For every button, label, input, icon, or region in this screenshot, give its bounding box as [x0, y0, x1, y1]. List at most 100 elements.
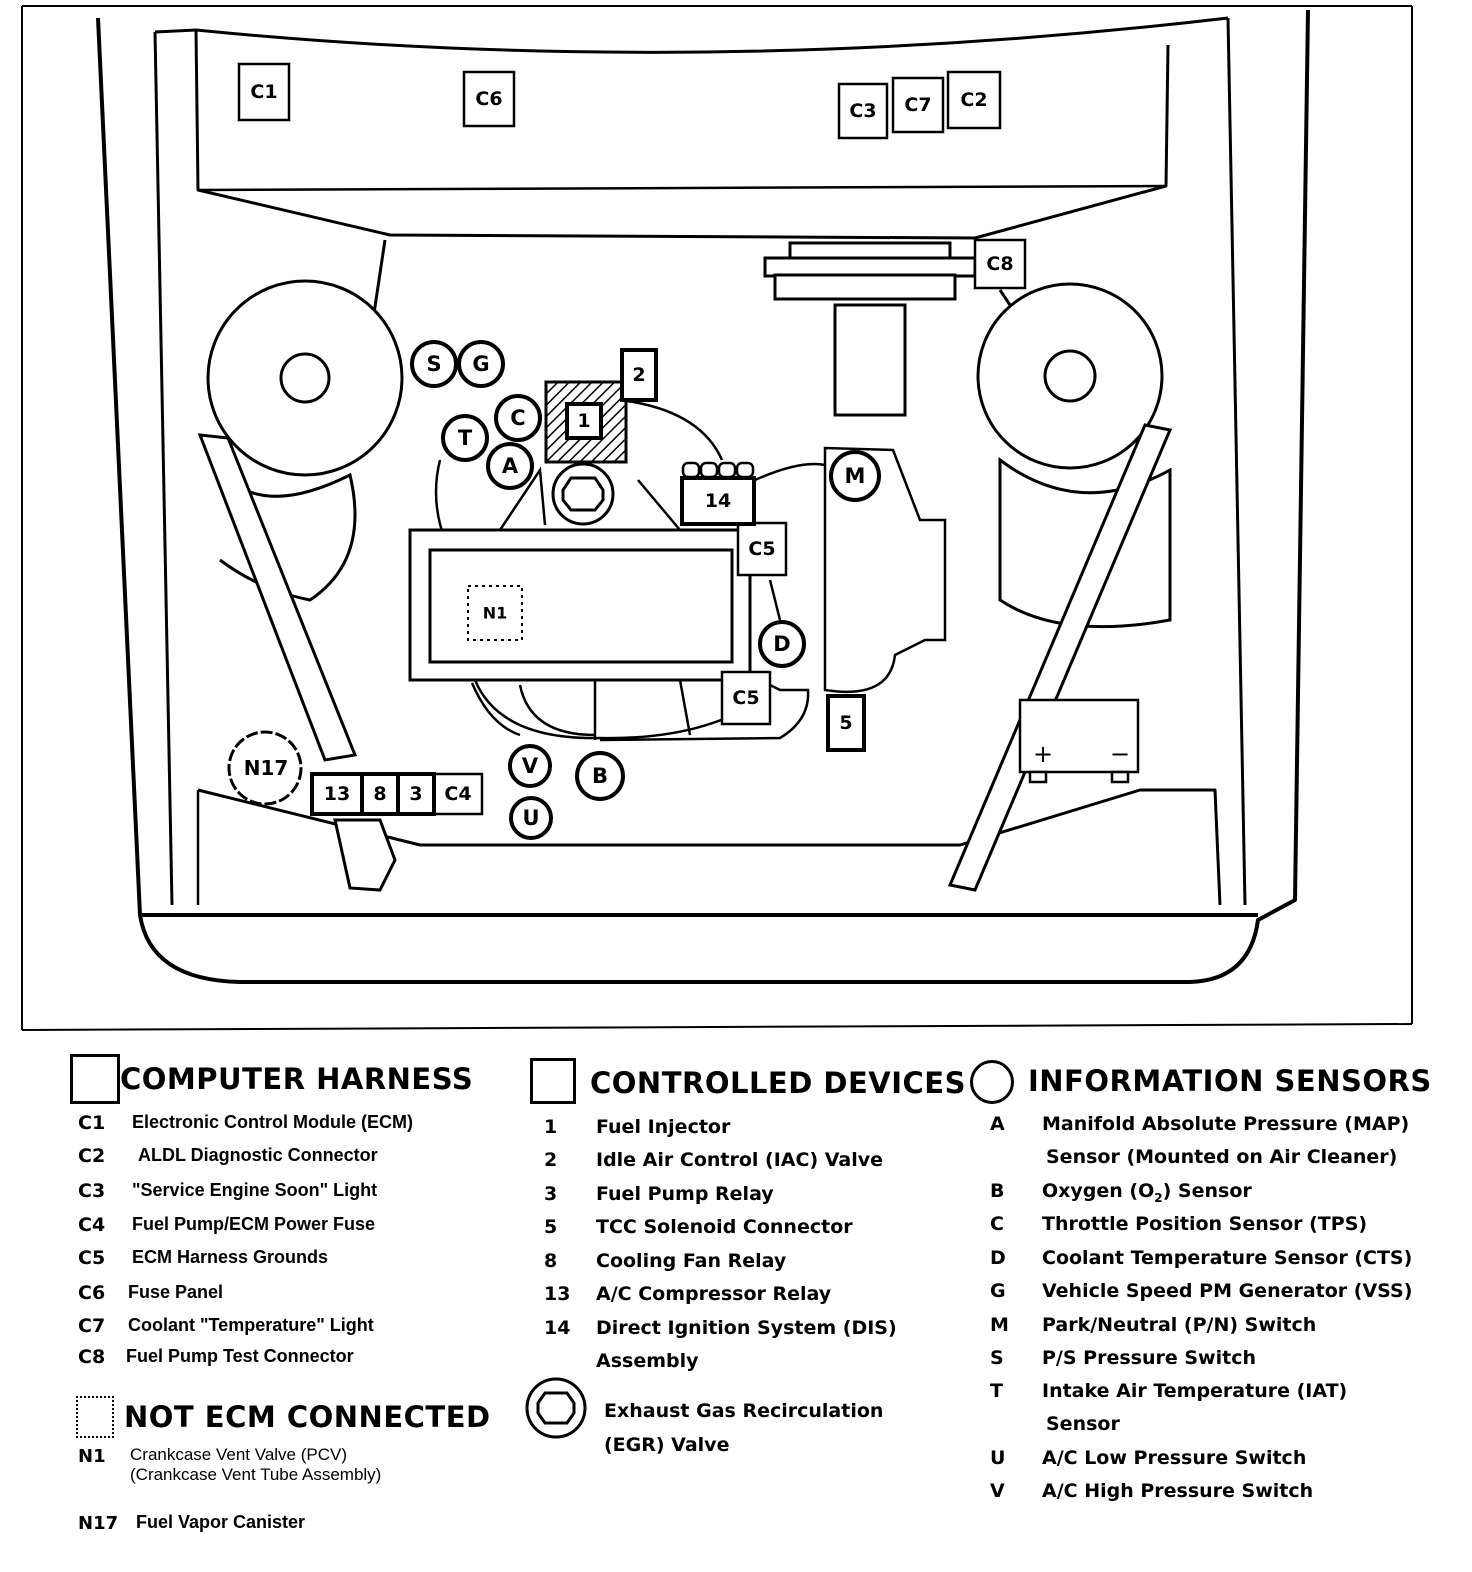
sensor-label-6: P/S Pressure Switch: [1042, 1347, 1256, 1369]
sensor-code-7: T: [990, 1380, 1003, 1402]
battery-minus: −: [1110, 740, 1130, 768]
egr-label-line2: (EGR) Valve: [604, 1434, 730, 1456]
svg-text:8: 8: [373, 783, 386, 805]
computer-harness-title: COMPUTER HARNESS: [120, 1062, 474, 1096]
legend-label-n1: Crankcase Vent Valve (PCV): [130, 1445, 347, 1464]
battery: + −: [1018, 698, 1140, 784]
harness-marker-c1: C1: [237, 62, 291, 122]
sensor-marker-b: B: [575, 751, 625, 801]
harness-label-6: Coolant "Temperature" Light: [128, 1315, 374, 1335]
engine-outline: [434, 398, 947, 742]
svg-text:C6: C6: [475, 88, 502, 110]
sensor-label-0-line2: Sensor (Mounted on Air Cleaner): [1046, 1146, 1398, 1168]
svg-text:C2: C2: [960, 89, 987, 111]
harness-marker-c8: C8: [973, 238, 1027, 290]
svg-text:C: C: [510, 406, 525, 430]
n1-pcv-marker: [467, 585, 523, 641]
egr-label: Exhaust Gas Recirculation: [604, 1400, 884, 1422]
svg-text:C4: C4: [444, 783, 471, 805]
sensor-label-7-line2: Sensor: [1046, 1413, 1120, 1435]
device-marker-3: 3: [396, 772, 436, 816]
svg-text:C7: C7: [904, 94, 931, 116]
svg-text:V: V: [522, 754, 539, 778]
svg-text:T: T: [458, 426, 473, 450]
svg-text:N1: N1: [483, 604, 508, 623]
sensor-marker-u: U: [509, 796, 553, 840]
device-label-2: Fuel Pump Relay: [596, 1183, 774, 1205]
harness-code-4: C5: [78, 1247, 106, 1269]
svg-text:2: 2: [632, 364, 645, 386]
harness-code-0: C1: [78, 1112, 106, 1134]
svg-text:14: 14: [705, 490, 731, 512]
svg-text:D: D: [773, 632, 790, 656]
legend-computer-harness: COMPUTER HARNESS C1 Electronic Control Mo…: [0, 1040, 500, 1400]
harness-code-6: C7: [78, 1315, 106, 1337]
sensor-label-2: Throttle Position Sensor (TPS): [1042, 1213, 1368, 1235]
svg-text:U: U: [522, 806, 539, 830]
sensor-label-3: Coolant Temperature Sensor (CTS): [1042, 1247, 1413, 1269]
device-label-3: TCC Solenoid Connector: [596, 1216, 853, 1238]
sensor-label-8: A/C Low Pressure Switch: [1042, 1447, 1307, 1469]
legend-not-ecm-connected: NOT ECM CONNECTED N1 Crankcase Vent Valv…: [0, 1390, 500, 1570]
sensor-code-5: M: [990, 1314, 1009, 1336]
harness-marker-c2: C2: [946, 70, 1002, 130]
not-ecm-symbol: [76, 1396, 114, 1438]
device-code-5: 13: [544, 1283, 571, 1305]
sensor-code-1: B: [990, 1180, 1005, 1202]
device-code-4: 8: [544, 1250, 558, 1272]
sensor-label-7: Intake Air Temperature (IAT): [1042, 1380, 1348, 1402]
harness-label-2: "Service Engine Soon" Light: [132, 1180, 378, 1200]
device-label-0: Fuel Injector: [596, 1116, 731, 1138]
sensor-label-4: Vehicle Speed PM Generator (VSS): [1042, 1280, 1413, 1302]
not-ecm-title: NOT ECM CONNECTED: [124, 1400, 491, 1434]
svg-text:S: S: [426, 352, 441, 376]
svg-text:3: 3: [409, 783, 422, 805]
information-sensors-symbol: [970, 1060, 1014, 1104]
device-label-4: Cooling Fan Relay: [596, 1250, 787, 1272]
sensor-marker-t: T: [441, 414, 489, 462]
sensor-code-0: A: [990, 1113, 1005, 1135]
device-label-5: A/C Compressor Relay: [596, 1283, 832, 1305]
harness-marker-c4: C4: [432, 772, 484, 816]
sensor-code-3: D: [990, 1247, 1006, 1269]
harness-code-2: C3: [78, 1180, 106, 1202]
air-cleaner-assembly: [763, 241, 977, 417]
egr-symbol: [525, 1377, 587, 1439]
harness-marker-c7: C7: [891, 76, 945, 134]
harness-label-0: Electronic Control Module (ECM): [132, 1112, 413, 1132]
harness-label-5: Fuse Panel: [128, 1282, 224, 1302]
device-label-1: Idle Air Control (IAC) Valve: [596, 1149, 884, 1171]
sensor-code-4: G: [990, 1280, 1006, 1302]
sensor-label-1: Oxygen (O2) Sensor: [1042, 1180, 1252, 1205]
right-pulley: [947, 282, 1173, 892]
device-marker-14: 14: [680, 461, 756, 526]
sensor-code-9: V: [990, 1480, 1005, 1502]
not-ecm-marker-n1: N1: [483, 604, 508, 623]
sensor-marker-d: D: [758, 620, 806, 668]
svg-text:C3: C3: [849, 100, 876, 122]
svg-text:C5: C5: [748, 538, 775, 560]
harness-label-1: ALDL Diagnostic Connector: [138, 1145, 378, 1165]
harness-label-7: Fuel Pump Test Connector: [126, 1346, 354, 1366]
svg-text:13: 13: [324, 783, 350, 805]
sensor-marker-a: A: [486, 442, 534, 490]
information-sensors-title: INFORMATION SENSORS: [1028, 1064, 1432, 1098]
device-code-0: 1: [544, 1116, 558, 1138]
svg-text:C8: C8: [986, 253, 1013, 275]
device-code-1: 2: [544, 1149, 558, 1171]
device-label-6-line2: Assembly: [596, 1350, 699, 1372]
device-code-3: 5: [544, 1216, 558, 1238]
harness-label-4: ECM Harness Grounds: [132, 1247, 329, 1267]
harness-marker-c5: C5: [736, 521, 788, 577]
device-code-6: 14: [544, 1317, 571, 1339]
svg-text:B: B: [592, 764, 608, 788]
sensor-label-9: A/C High Pressure Switch: [1042, 1480, 1314, 1502]
sensor-marker-s: S: [410, 340, 458, 388]
legend-label-n17: Fuel Vapor Canister: [136, 1512, 306, 1532]
harness-marker-c5: C5: [720, 670, 772, 726]
